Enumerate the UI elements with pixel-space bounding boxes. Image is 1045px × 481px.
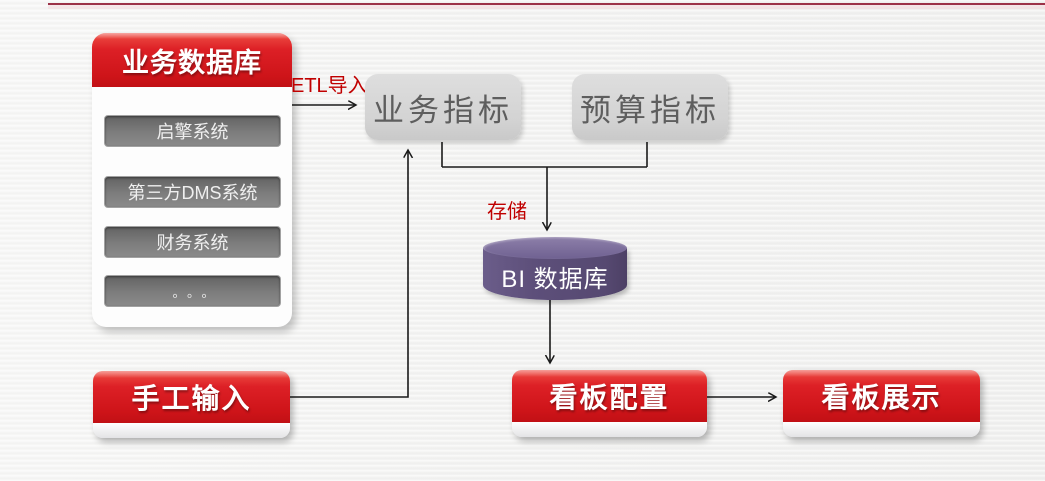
board-config-base <box>512 422 707 437</box>
bi-database-cylinder: BI 数据库 <box>483 237 627 300</box>
board-display-base <box>783 422 980 437</box>
manual-input-face: 手工输入 <box>93 371 290 423</box>
board-config-face: 看板配置 <box>512 370 707 422</box>
board-config-node: 看板配置 <box>512 370 707 437</box>
top-accent-line <box>48 3 1045 5</box>
board-display-face: 看板展示 <box>783 370 980 422</box>
business-db-header: 业务数据库 <box>92 33 292 87</box>
manual-input-node: 手工输入 <box>93 371 290 438</box>
manual-input-base <box>93 423 290 438</box>
system-item-finance: 财务系统 <box>104 226 281 258</box>
edge-manual-to-business <box>290 150 408 398</box>
etl-import-label: ETL导入 <box>291 75 368 97</box>
business-indicator-node: 业务指标 <box>365 74 521 140</box>
board-display-node: 看板展示 <box>783 370 980 437</box>
system-item-dms: 第三方DMS系统 <box>104 176 281 208</box>
cylinder-top-ellipse <box>483 237 627 259</box>
store-label: 存储 <box>487 201 527 223</box>
top-accent-glow <box>48 5 1045 9</box>
budget-indicator-node: 预算指标 <box>572 74 728 140</box>
system-item-qiqing: 启擎系统 <box>104 115 281 147</box>
system-item-ellipsis: 。。。 <box>104 275 281 307</box>
business-db-title: 业务数据库 <box>122 47 262 78</box>
business-db-group: 业务数据库 启擎系统 第三方DMS系统 财务系统 。。。 <box>92 33 292 327</box>
bi-database-label: BI 数据库 <box>501 266 609 293</box>
